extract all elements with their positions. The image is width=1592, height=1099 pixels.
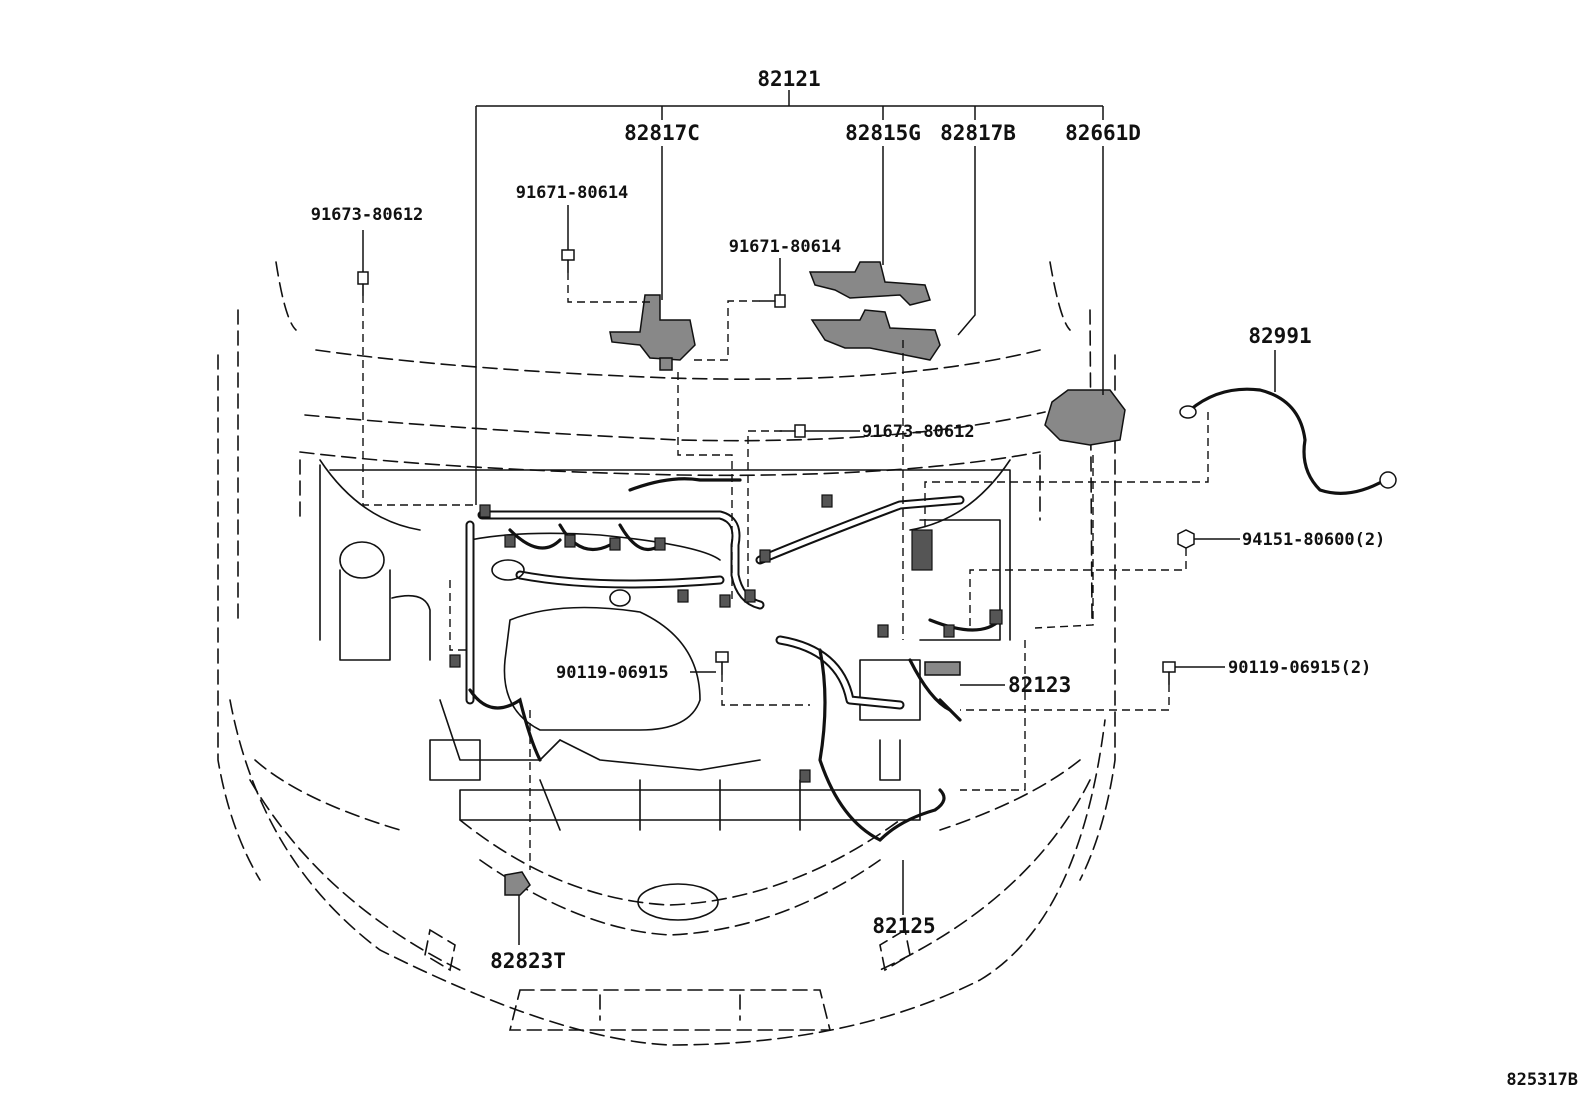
bracket-82817c <box>609 294 696 371</box>
wire-82123-part <box>924 661 962 722</box>
label-82823t: 82823T <box>490 949 566 973</box>
figure-number: 825317B <box>1506 1070 1578 1090</box>
label-90119-06915-center: 90119-06915 <box>556 663 669 683</box>
label-91671-80614-b: 91671-80614 <box>729 237 842 257</box>
label-82661d: 82661D <box>1065 121 1141 145</box>
label-82815g: 82815G <box>845 121 921 145</box>
label-82817c: 82817C <box>624 121 700 145</box>
clip-icon <box>357 271 369 296</box>
vehicle-outline <box>217 261 1116 1046</box>
label-90119-06915-right: 90119-06915(2) <box>1228 658 1371 678</box>
label-82123: 82123 <box>1008 673 1071 697</box>
label-91671-80614-a: 91671-80614 <box>516 183 629 203</box>
label-82121: 82121 <box>757 67 820 91</box>
wire-82125-part <box>878 788 946 842</box>
label-82991: 82991 <box>1248 324 1311 348</box>
bracket-82817b <box>810 309 941 361</box>
bolt-icon <box>1162 661 1176 685</box>
bolt-icon <box>561 249 575 273</box>
nut-icon <box>1177 529 1195 549</box>
clip-icon <box>779 424 806 438</box>
label-82817b: 82817B <box>940 121 1016 145</box>
bolt-icon <box>759 294 786 308</box>
engine-bay <box>319 459 1011 831</box>
dashed-relations <box>362 272 1209 870</box>
label-91673-80612-center: 91673-80612 <box>862 422 975 442</box>
callout-leaders <box>362 90 1276 945</box>
label-91673-80612-left: 91673-80612 <box>311 205 424 225</box>
label-94151-80600: 94151-80600(2) <box>1242 530 1385 550</box>
junction-block-82661d <box>1044 389 1126 446</box>
protector-82815g <box>808 261 931 306</box>
bolt-icon <box>715 651 729 675</box>
label-82125: 82125 <box>872 914 935 938</box>
main-wire-harness <box>449 477 1003 842</box>
ground-cable-82991 <box>1179 387 1397 495</box>
sensor-82823t <box>504 871 531 896</box>
